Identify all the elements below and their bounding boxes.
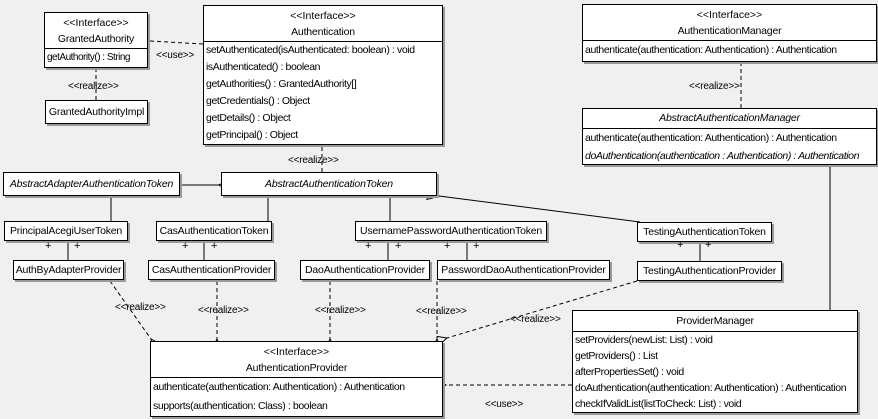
realize-label: <<realize>> <box>416 306 467 317</box>
class-name: TestingAuthenticationToken <box>643 226 766 238</box>
class-authentication[interactable]: <<Interface>> Authentication setAuthenti… <box>203 5 443 145</box>
class-granted-authority-impl[interactable]: GrantedAuthorityImpl <box>45 100 148 124</box>
realize-label: <<realize>> <box>689 81 740 92</box>
class-name: AbstractAdapterAuthenticationToken <box>9 178 174 190</box>
method: doAuthentication(authentication : Authen… <box>585 150 860 162</box>
class-abstract-authentication-manager[interactable]: AbstractAuthenticationManager authentica… <box>582 108 877 165</box>
class-name: GrantedAuthorityImpl <box>48 106 145 118</box>
use-authentication-grantedauthority <box>140 35 204 46</box>
class-name: UsernamePasswordAuthenticationToken <box>359 225 543 237</box>
class-password-dao-authentication-provider[interactable]: PasswordDaoAuthenticationProvider <box>437 260 610 280</box>
class-testing-authentication-provider[interactable]: TestingAuthenticationProvider <box>637 261 782 281</box>
association-end-plus: + <box>45 240 52 252</box>
method: authenticate(authentication: Authenticat… <box>153 381 405 393</box>
association-end-plus: + <box>395 240 402 252</box>
association-end-plus: + <box>444 240 451 252</box>
association-end-plus: + <box>74 240 81 252</box>
association-end-plus: + <box>473 240 480 252</box>
method: doAuthentication(authentication: Authent… <box>575 382 847 394</box>
class-granted-authority[interactable]: <<Interface>> GrantedAuthority getAuthor… <box>44 12 148 68</box>
class-name: AuthenticationProvider <box>245 362 348 374</box>
class-name: AuthByAdapterProvider <box>15 264 122 276</box>
realize-authbyadapter-provider <box>109 280 161 350</box>
class-name: PrincipalAcegiUserToken <box>9 225 123 237</box>
realize-label: <<realize>> <box>288 155 339 166</box>
method: getAuthority() : String <box>47 52 130 63</box>
class-name: CasAuthenticationProvider <box>151 264 272 276</box>
method: afterPropertiesSet() : void <box>575 366 684 378</box>
class-provider-manager[interactable]: ProviderManager setProviders(newList: Li… <box>572 310 858 413</box>
class-name: GrantedAuthority <box>57 33 135 45</box>
class-name: AbstractAuthenticationToken <box>265 178 393 190</box>
method: setProviders(newList: List) : void <box>575 334 713 346</box>
association-end-plus: + <box>211 240 218 252</box>
use-label: <<use>> <box>485 399 524 410</box>
class-dao-authentication-provider[interactable]: DaoAuthenticationProvider <box>300 260 430 280</box>
stereotype: <<Interface>> <box>263 346 330 358</box>
class-name: DaoAuthenticationProvider <box>305 264 425 276</box>
class-name: CasAuthenticationToken <box>159 225 269 237</box>
method: getProviders() : List <box>575 350 658 362</box>
class-authentication-manager[interactable]: <<Interface>> AuthenticationManager auth… <box>582 4 877 62</box>
class-auth-by-adapter-provider[interactable]: AuthByAdapterProvider <box>13 260 124 280</box>
realize-label: <<realize>> <box>315 305 366 316</box>
class-username-password-authentication-token[interactable]: UsernamePasswordAuthenticationToken <box>355 221 547 241</box>
class-name: AbstractAuthenticationManager <box>659 112 800 124</box>
class-name: PasswordDaoAuthenticationProvider <box>441 264 606 276</box>
realize-testing-provider <box>436 280 638 346</box>
method: authenticate(authentication: Authenticat… <box>585 132 837 144</box>
method: checkIfValidList(listToCheck: List) : vo… <box>575 398 742 410</box>
class-abstract-authentication-token[interactable]: AbstractAuthenticationToken <box>221 172 437 196</box>
stereotype: <<Interface>> <box>696 9 763 21</box>
class-name: ProviderManager <box>676 315 754 327</box>
class-cas-authentication-provider[interactable]: CasAuthenticationProvider <box>148 260 275 280</box>
class-name: Authentication <box>291 26 355 38</box>
association-end-plus: + <box>365 240 372 252</box>
method: getAuthorities() : GrantedAuthority[] <box>206 78 357 90</box>
class-authentication-provider[interactable]: <<Interface>> AuthenticationProvider aut… <box>150 341 443 417</box>
generalization-testing-token-to-abstract-token <box>439 196 641 223</box>
realize-label: <<realize>> <box>510 314 561 325</box>
class-abstract-adapter-authentication-token[interactable]: AbstractAdapterAuthenticationToken <box>3 172 180 196</box>
association-end-plus: + <box>182 240 189 252</box>
stereotype: <<Interface>> <box>290 10 356 22</box>
method: supports(authentication: Class) : boolea… <box>153 400 328 412</box>
method: getCredentials() : Object <box>206 95 310 107</box>
association-end-plus: + <box>705 239 712 251</box>
method: getPrincipal() : Object <box>206 129 298 141</box>
class-principal-acegi-user-token[interactable]: PrincipalAcegiUserToken <box>4 221 128 241</box>
method: setAuthenticated(isAuthenticated: boolea… <box>206 44 415 56</box>
realize-label: <<realize>> <box>115 302 166 313</box>
method: isAuthenticated() : boolean <box>206 61 321 73</box>
stereotype: <<Interface>> <box>63 17 129 29</box>
class-name: AuthenticationManager <box>677 25 782 37</box>
realize-label: <<realize>> <box>68 81 119 92</box>
method: getDetails() : Object <box>206 112 291 124</box>
association-end-plus: + <box>677 239 684 251</box>
use-label: <<use>> <box>156 50 195 61</box>
realize-label: <<realize>> <box>198 305 249 316</box>
class-name: TestingAuthenticationProvider <box>642 265 777 277</box>
class-cas-authentication-token[interactable]: CasAuthenticationToken <box>156 221 272 241</box>
method: authenticate(authentication: Authenticat… <box>585 44 837 56</box>
class-testing-authentication-token[interactable]: TestingAuthenticationToken <box>637 222 772 242</box>
